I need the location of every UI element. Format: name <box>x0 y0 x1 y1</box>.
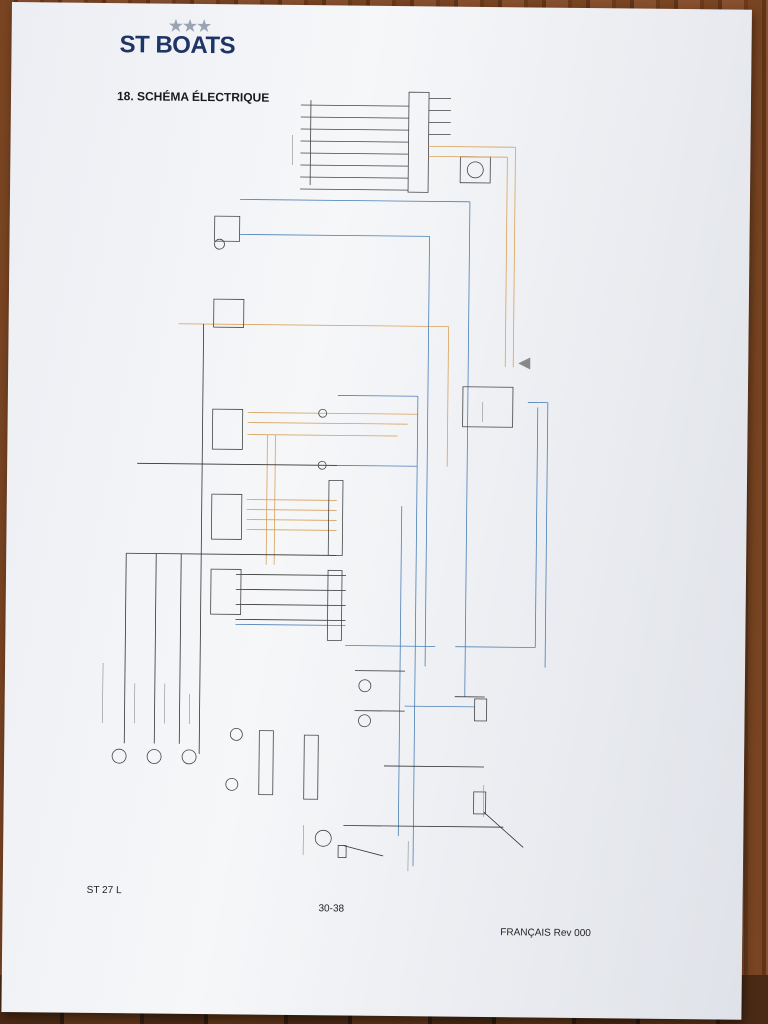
model-label: ST 27 L <box>86 884 122 897</box>
orange-wires <box>178 145 516 565</box>
switch-panel-top <box>300 91 491 193</box>
schematic-sheet: ★★★ ST BOATS 18. SCHÉMA ÉLECTRIQUE <box>1 2 752 1020</box>
ground-symbol <box>518 357 531 370</box>
wire-labels <box>102 134 485 872</box>
lamp-icon <box>111 238 372 791</box>
motor-icon <box>314 829 332 847</box>
black-wires <box>123 324 524 857</box>
blue-wires <box>235 198 549 867</box>
connector-blocks <box>210 215 514 815</box>
wiring-diagram <box>102 91 549 872</box>
battery-icon <box>337 845 347 858</box>
page-number: 30-38 <box>318 903 345 915</box>
language-revision: FRANÇAIS Rev 000 <box>500 927 591 940</box>
